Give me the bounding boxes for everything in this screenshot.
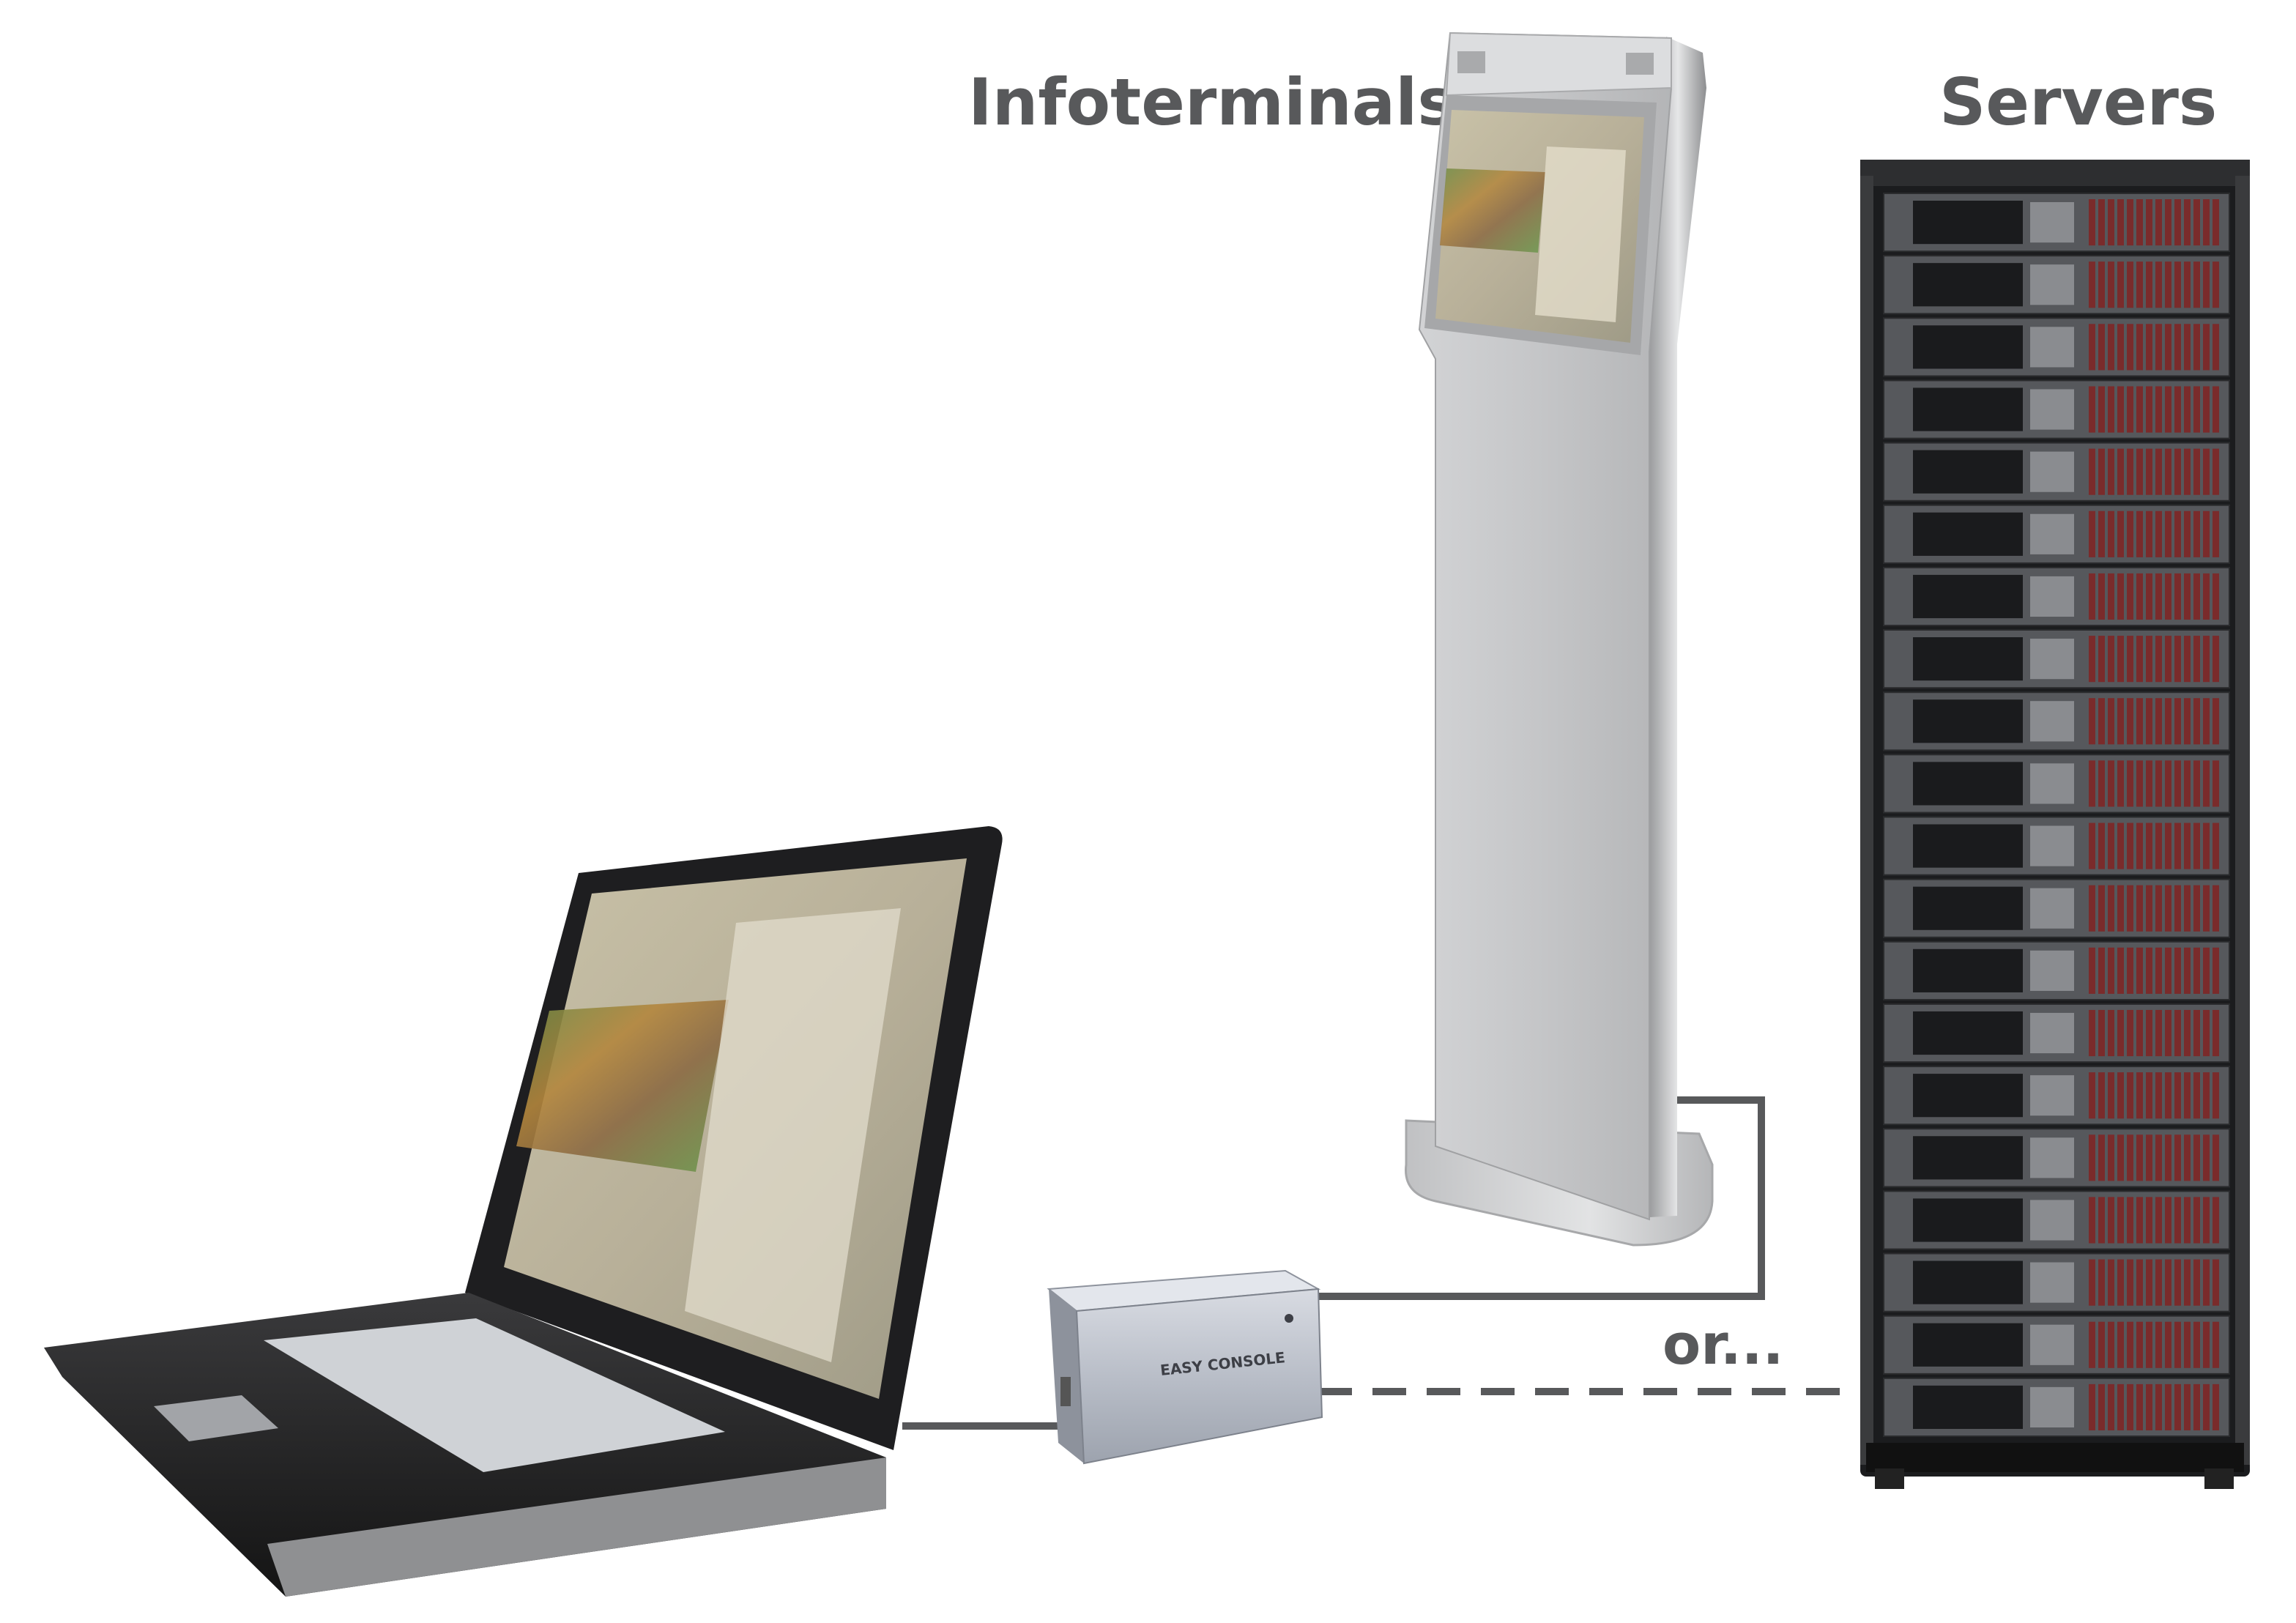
rack-foot-right <box>2204 1468 2234 1489</box>
server-unit <box>1883 754 2230 814</box>
server-unit <box>1883 1190 2230 1250</box>
server-unit <box>1883 816 2230 876</box>
kiosk-head <box>1445 31 1672 97</box>
laptop-base-front-edge <box>267 1457 886 1597</box>
server-unit <box>1883 1128 2230 1188</box>
kiosk-side <box>1649 37 1706 1217</box>
server-rack <box>1860 160 2250 1489</box>
infoterminals-label: Infoterminals <box>968 64 1456 140</box>
server-units <box>1883 193 2230 1437</box>
server-unit <box>1883 1003 2230 1063</box>
server-unit <box>1883 317 2230 377</box>
server-unit <box>1883 379 2230 439</box>
server-unit <box>1883 1377 2230 1437</box>
rack-top <box>1860 160 2250 186</box>
rack-foot-left <box>1875 1468 1904 1489</box>
kiosk-speaker-right <box>1626 53 1654 75</box>
kiosk-screen-map <box>1440 168 1545 253</box>
easy-console-device: EASY CONSOLE <box>1047 1269 1323 1465</box>
server-unit <box>1883 1066 2230 1126</box>
console-port <box>1060 1377 1071 1406</box>
cables <box>902 1096 1864 1430</box>
console-front <box>1075 1288 1323 1465</box>
kiosk-speaker-left <box>1457 51 1485 73</box>
cable-console-to-infoterminal <box>1318 1096 1765 1300</box>
console-led <box>1285 1314 1293 1323</box>
laptop-keyboard <box>264 1318 725 1472</box>
kiosk-screen-window <box>1535 146 1626 322</box>
laptop-touchpad <box>154 1395 278 1441</box>
console-left <box>1049 1289 1084 1463</box>
server-unit <box>1883 566 2230 627</box>
server-unit <box>1883 193 2230 253</box>
servers-label: Servers <box>1939 64 2217 140</box>
server-unit <box>1883 878 2230 938</box>
or-label: or... <box>1662 1312 1783 1377</box>
laptop <box>44 826 1003 1597</box>
rack-door-left <box>1860 176 1873 1465</box>
server-unit <box>1883 1315 2230 1375</box>
server-unit <box>1883 691 2230 751</box>
server-unit <box>1883 255 2230 315</box>
server-unit <box>1883 442 2230 502</box>
server-unit <box>1883 504 2230 564</box>
server-unit <box>1883 629 2230 689</box>
rack-door-right <box>2235 176 2250 1465</box>
rack-bottom <box>1866 1443 2244 1472</box>
server-unit <box>1883 940 2230 1000</box>
laptop-screen-window <box>685 908 901 1362</box>
server-unit <box>1883 1252 2230 1312</box>
laptop-screen-map <box>516 1000 729 1172</box>
infoterminal-kiosk <box>1405 31 1714 1247</box>
